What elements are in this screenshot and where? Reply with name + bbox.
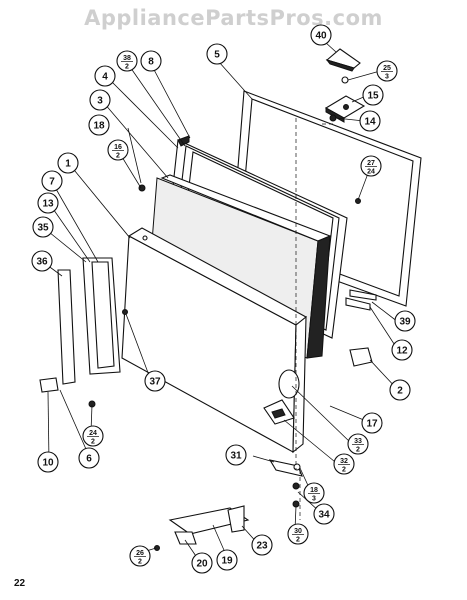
callout-number: 32 bbox=[340, 458, 348, 465]
callout-quantity: 2 bbox=[91, 439, 95, 446]
callout-number: 19 bbox=[221, 556, 233, 567]
callout-18: 18 bbox=[88, 114, 110, 136]
guide-lines bbox=[295, 118, 333, 520]
callout-number: 16 bbox=[114, 144, 122, 151]
callout-3: 3 bbox=[89, 89, 111, 111]
callout-number: 17 bbox=[366, 419, 378, 430]
callout-5: 5 bbox=[206, 43, 228, 65]
callout-31: 31 bbox=[225, 444, 247, 466]
callout-25-3: 253 bbox=[376, 60, 398, 82]
callout-12: 12 bbox=[391, 339, 413, 361]
callout-19: 19 bbox=[216, 549, 238, 571]
callout-number: 34 bbox=[318, 510, 330, 521]
callout-number: 40 bbox=[315, 31, 327, 42]
callout-35: 35 bbox=[32, 216, 54, 238]
callout-number: 30 bbox=[294, 528, 302, 535]
callout-quantity: 2 bbox=[296, 537, 300, 544]
handle-assembly bbox=[263, 369, 300, 425]
callout-number: 25 bbox=[383, 65, 391, 72]
top-hinge-assembly bbox=[324, 48, 366, 123]
callout-number: 24 bbox=[89, 430, 97, 437]
callout-quantity: 3 bbox=[385, 74, 389, 81]
callout-number: 12 bbox=[396, 346, 408, 357]
callout-quantity: 3 bbox=[312, 496, 316, 503]
callout-34: 34 bbox=[313, 503, 335, 525]
callout-quantity: 24 bbox=[367, 169, 375, 176]
callout-6-left: 6 bbox=[78, 447, 100, 469]
callout-number: 18 bbox=[310, 487, 318, 494]
callout-number: 33 bbox=[354, 438, 362, 445]
callout-1: 1 bbox=[57, 152, 79, 174]
callout-37: 37 bbox=[144, 370, 166, 392]
page-number: 22 bbox=[14, 578, 26, 589]
callout-number: 5 bbox=[214, 50, 220, 61]
callout-number: 23 bbox=[256, 541, 268, 552]
callout-14: 14 bbox=[359, 110, 381, 132]
callout-32-2: 322 bbox=[333, 453, 355, 475]
callout-number: 3 bbox=[97, 96, 103, 107]
callout-24-2: 242 bbox=[82, 425, 104, 447]
callout-quantity: 2 bbox=[138, 559, 142, 566]
callout-number: 27 bbox=[367, 160, 375, 167]
callout-number: 18 bbox=[93, 121, 105, 132]
callout-7: 7 bbox=[41, 170, 63, 192]
callout-4: 4 bbox=[94, 65, 116, 87]
bottom-bracket bbox=[154, 505, 250, 551]
callout-number: 15 bbox=[367, 91, 379, 102]
callout-number: 13 bbox=[42, 199, 54, 210]
callout-number: 39 bbox=[399, 317, 411, 328]
callout-17: 17 bbox=[361, 412, 383, 434]
site-watermark: AppliancePartsPros.com bbox=[84, 6, 383, 30]
callout-quantity: 2 bbox=[342, 467, 346, 474]
callout-number: 36 bbox=[36, 257, 48, 268]
side-trim bbox=[345, 289, 377, 367]
left-hinge-assembly bbox=[39, 184, 361, 408]
callout-36: 36 bbox=[31, 250, 53, 272]
callout-number: 1 bbox=[65, 159, 71, 170]
callout-23: 23 bbox=[251, 534, 273, 556]
callout-number: 10 bbox=[42, 458, 54, 469]
callout-number: 2 bbox=[397, 386, 403, 397]
callout-26-2: 262 bbox=[129, 545, 151, 567]
callout-number: 7 bbox=[49, 177, 55, 188]
callout-16-2: 162 bbox=[107, 139, 129, 161]
callout-30-2: 302 bbox=[287, 523, 309, 545]
callout-15: 15 bbox=[362, 84, 384, 106]
callout-10: 10 bbox=[37, 451, 59, 473]
callout-quantity: 2 bbox=[356, 447, 360, 454]
callout-40: 40 bbox=[310, 24, 332, 46]
callout-20: 20 bbox=[191, 552, 213, 574]
callout-number: 20 bbox=[196, 559, 208, 570]
callout-38-2: 382 bbox=[116, 50, 138, 72]
callout-number: 38 bbox=[123, 55, 131, 62]
callout-number: 6 bbox=[86, 454, 92, 465]
callout-number: 4 bbox=[102, 72, 108, 83]
callout-number: 31 bbox=[230, 451, 242, 462]
callout-2: 2 bbox=[389, 379, 411, 401]
callout-number: 8 bbox=[148, 57, 154, 68]
callout-33-2: 332 bbox=[347, 433, 369, 455]
callout-number: 35 bbox=[37, 223, 49, 234]
callout-quantity: 2 bbox=[125, 64, 129, 71]
bottom-hinge-assembly bbox=[268, 459, 303, 508]
callout-8-top: 8 bbox=[140, 50, 162, 72]
callout-number: 14 bbox=[364, 117, 376, 128]
callout-number: 37 bbox=[149, 377, 161, 388]
callout-number: 26 bbox=[136, 550, 144, 557]
callout-quantity: 2 bbox=[116, 153, 120, 160]
callout-18-3: 183 bbox=[303, 482, 325, 504]
callout-13: 13 bbox=[37, 192, 59, 214]
callout-39: 39 bbox=[394, 310, 416, 332]
